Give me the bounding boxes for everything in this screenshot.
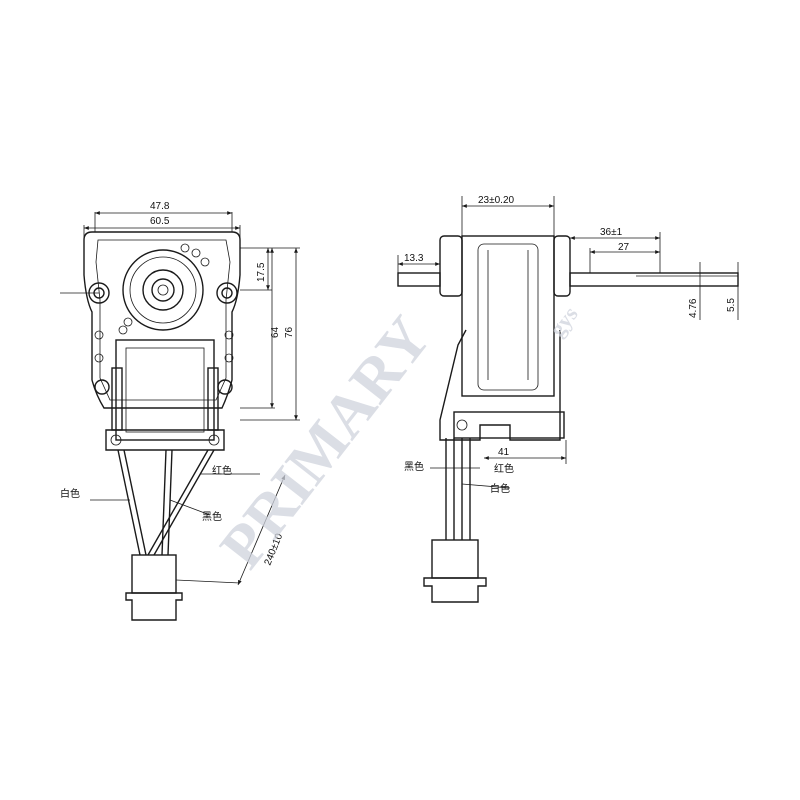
dim-27: 27 <box>618 242 630 253</box>
front-wires <box>117 449 215 556</box>
side-wires <box>445 438 471 540</box>
dim-64: 64 <box>270 326 281 338</box>
dim-4-76: 4.76 <box>688 298 699 318</box>
dim-36: 36±1 <box>600 227 623 238</box>
label-red-front: 红色 <box>212 464 232 477</box>
side-view <box>397 235 739 603</box>
bracket-holes <box>94 243 234 395</box>
dim-41: 41 <box>498 447 510 458</box>
label-black-side: 黑色 <box>404 460 424 473</box>
watermark-primary: PRIMARY <box>207 304 444 580</box>
side-terminal <box>453 411 565 439</box>
side-dimension-labels: 23±0.20 13.3 36±1 27 4.76 5.5 41 <box>404 195 737 458</box>
shaft-end <box>151 278 175 302</box>
watermark-sub: gys <box>544 301 583 341</box>
shaft-left <box>397 272 441 287</box>
dim-76: 76 <box>284 326 295 338</box>
dim-13-3: 13.3 <box>404 253 424 264</box>
dim-47-8: 47.8 <box>150 201 170 212</box>
mount-hole-right <box>216 282 238 304</box>
dim-60-5: 60.5 <box>150 216 170 227</box>
dim-5-5: 5.5 <box>726 298 737 312</box>
shaft-right <box>569 272 739 287</box>
side-connector <box>431 539 479 579</box>
side-dimensions <box>397 196 739 464</box>
side-cap-left <box>439 235 463 297</box>
label-white-side: 白色 <box>490 482 510 495</box>
dim-17-5: 17.5 <box>256 262 267 282</box>
front-wire-labels: 白色 红色 黑色 <box>60 464 260 523</box>
stator-coil <box>115 339 215 441</box>
front-dimensions <box>60 211 300 586</box>
side-cap-right <box>553 235 571 297</box>
dim-23: 23±0.20 <box>478 195 515 206</box>
label-white-front: 白色 <box>60 487 80 500</box>
side-core <box>461 235 555 397</box>
rotor-housing <box>122 249 204 331</box>
front-view <box>83 231 241 621</box>
side-wire-labels: 黑色 红色 白色 <box>404 460 514 495</box>
front-connector <box>131 554 177 594</box>
label-black-front: 黑色 <box>202 510 222 523</box>
watermark: PRIMARY gys <box>207 301 583 580</box>
label-red-side: 红色 <box>494 462 514 475</box>
